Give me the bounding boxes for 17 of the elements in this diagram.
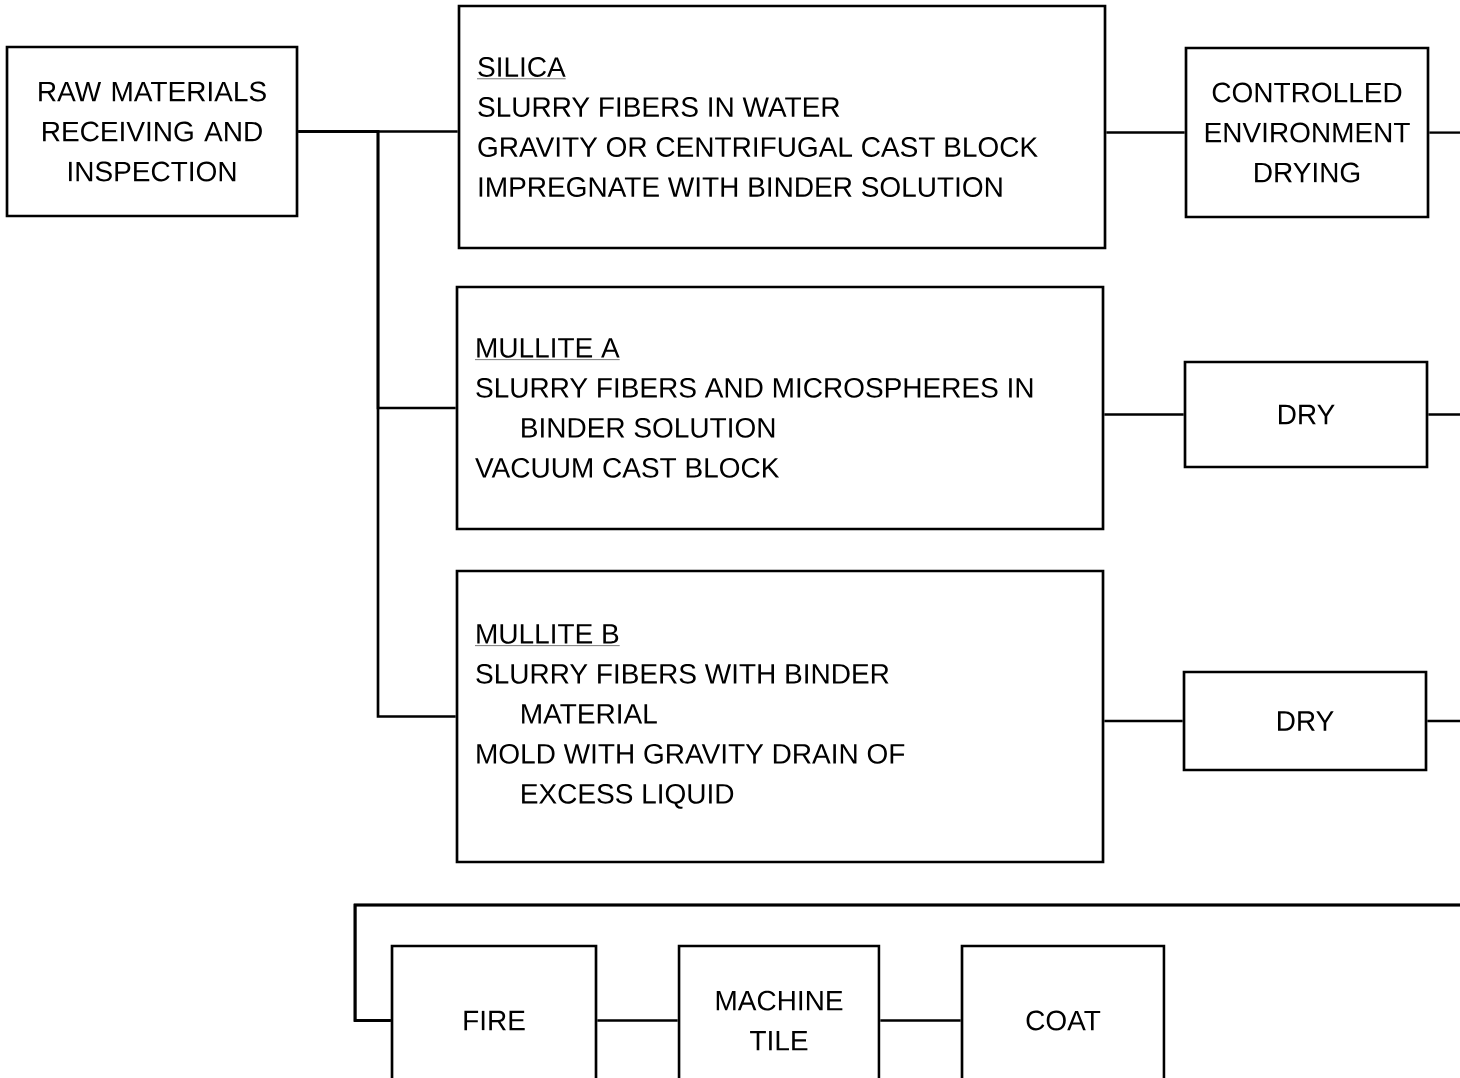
process-box: SILICA SLURRY FIBERS IN WATER GRAVITY OR CENTRIFUGAL CAST BLOCK IMPREGNATE WITH BINDER SOLUTION [457, 4, 1107, 250]
connector-line [298, 130, 456, 718]
process-box: MULLITE B SLURRY FIBERS WITH BINDER MATERIAL MOLD WITH GRAVITY DRAIN OF EXCESS LIQUID [455, 569, 1105, 864]
process-box: DRY [1183, 360, 1429, 469]
connector-line [1106, 131, 1185, 134]
connector-line [1104, 413, 1184, 416]
process-box: DRY [1182, 670, 1428, 772]
process-box: FIRE [390, 944, 598, 1078]
process-box: CONTROLLED ENVIRONMENT DRYING [1184, 46, 1430, 219]
process-box: COAT [960, 944, 1166, 1078]
connector-line [353, 719, 1460, 1022]
process-box: MACHINE TILE [677, 944, 881, 1078]
connector-line [1104, 719, 1183, 723]
process-box: RAW MATERIALS RECEIVING AND INSPECTION [5, 45, 299, 218]
process-box: MULLITE A SLURRY FIBERS AND MICROSPHERES IN BINDER SOLUTION VACUUM CAST BLOCK [455, 285, 1105, 531]
connector-line [597, 1019, 678, 1022]
connector-line [880, 1019, 961, 1022]
